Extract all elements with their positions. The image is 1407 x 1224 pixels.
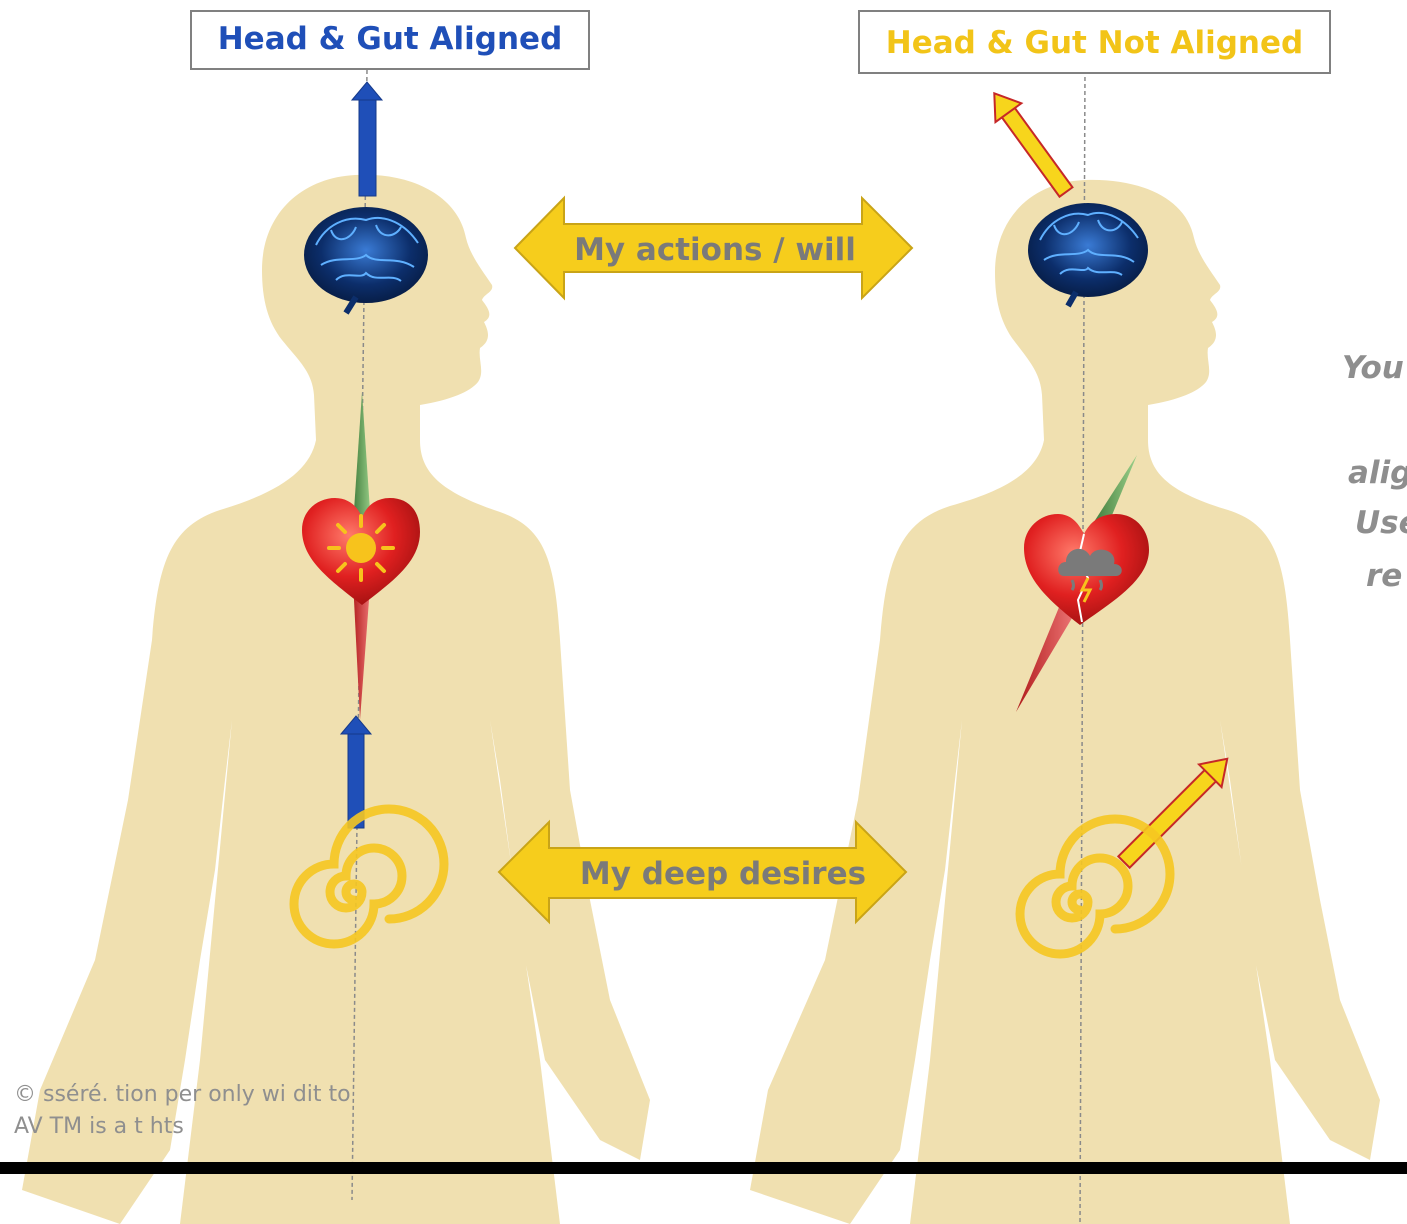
title-aligned: Head & Gut Aligned [190, 10, 590, 70]
desires-label: My deep desires [578, 850, 868, 898]
side-text-line-4: re [1366, 558, 1402, 594]
bottom-bar [0, 1162, 1407, 1174]
copyright-line-1: © sséré. tion per only wi dit to [14, 1082, 351, 1107]
side-text-line-3: Use [1355, 505, 1407, 541]
title-not-aligned: Head & Gut Not Aligned [858, 10, 1331, 74]
sun-icon [329, 516, 393, 580]
right-head-arrow [981, 84, 1079, 202]
actions-label: My actions / will [560, 228, 870, 272]
side-text-line-1: You [1342, 350, 1404, 386]
side-text-line-2: alig [1348, 455, 1407, 491]
copyright-line-2: AV TM is a t hts [14, 1114, 184, 1139]
right-silhouette [750, 180, 1380, 1224]
left-silhouette [22, 175, 650, 1224]
